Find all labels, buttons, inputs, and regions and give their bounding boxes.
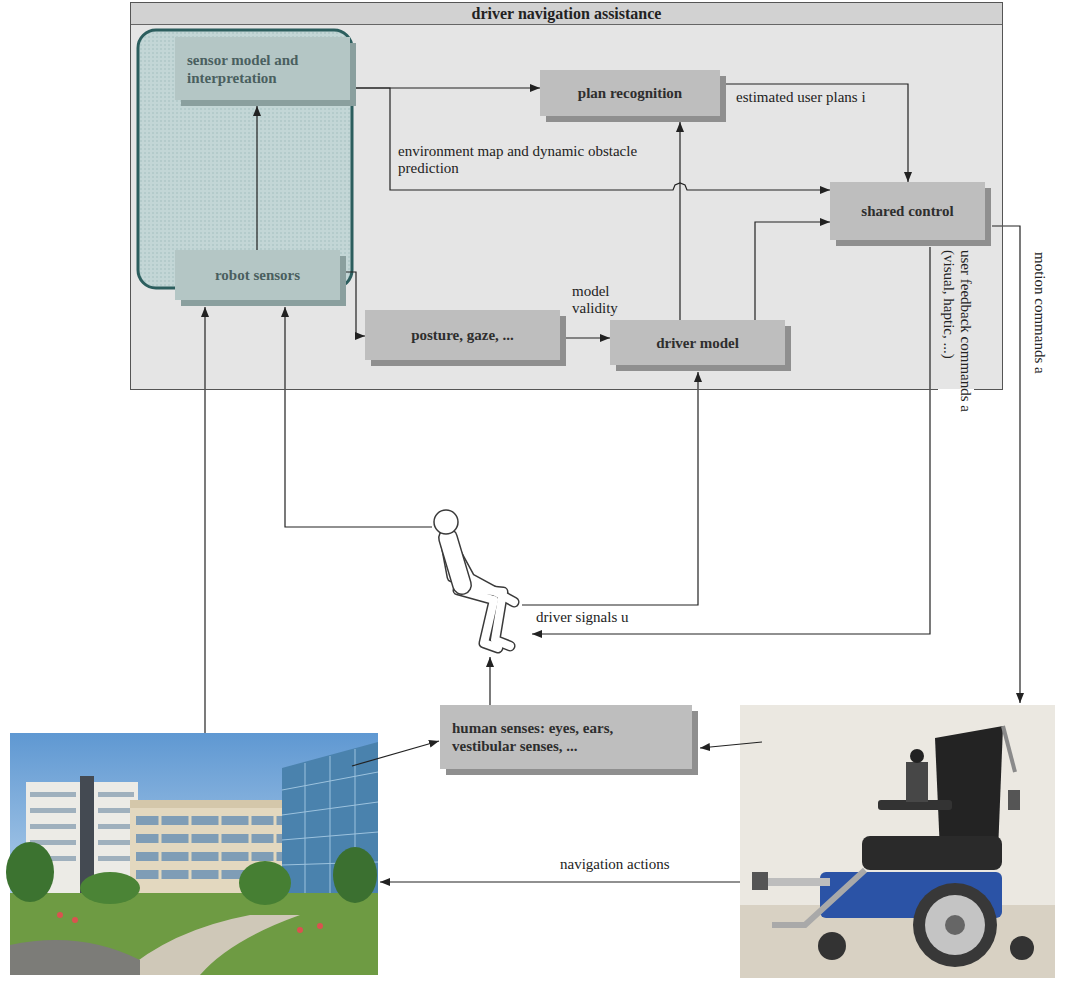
process-box: shared control [830,182,985,240]
edge-label-text: model validity [572,283,632,317]
edge-label: environment map and dynamic obstacle pre… [398,143,668,177]
process-box: human senses: eyes, ears, vestibular sen… [440,705,692,769]
edge-label-text: environment map and dynamic obstacle pre… [398,143,668,177]
signal-label: motion commands a [1030,252,1048,392]
panel-ground [130,2,1003,390]
process-box: sensor model and interpretation [175,37,350,100]
process-box: robot sensors [175,250,340,300]
process-box: driver model [610,320,785,365]
connector-arrow [679,122,680,320]
signal-label: user feedback commands a (visual, haptic… [938,250,974,445]
signal-label: navigation actions [560,856,710,873]
connector-arrow [566,337,610,338]
edge-label: estimated user plans i [736,89,896,106]
signal-label-text: motion commands a [1031,252,1048,392]
box-label: sensor model and interpretation [187,51,338,87]
box-label: posture, gaze, ... [377,326,548,344]
box-label: human senses: eyes, ears, vestibular sen… [452,719,680,755]
process-box: posture, gaze, ... [365,310,560,360]
connector-arrow [256,106,257,250]
box-label: robot sensors [187,266,328,284]
signal-label-text: user feedback commands a (visual, haptic… [940,250,974,445]
signal-line [205,226,1020,882]
edge-label: model validity [572,283,632,317]
signal-label-text: navigation actions [560,856,710,873]
connector-arrow [346,272,365,336]
box-label: plan recognition [552,84,708,102]
process-box: plan recognition [540,70,720,116]
connector-arrow [755,222,830,320]
box-label: driver model [622,334,773,352]
system-panel: driver navigation assistance sensor model… [130,2,1003,390]
edge-label-text: estimated user plans i [736,89,896,106]
building-photo [6,733,378,975]
connector-arrow [726,84,908,182]
signal-label-text: driver signals u [536,609,686,626]
box-label: shared control [842,202,973,220]
signal-label: driver signals u [536,609,686,626]
wheelchair-photo [740,705,1055,978]
panel-heading: driver navigation assistance [131,3,1002,25]
driver-figure [434,510,514,648]
